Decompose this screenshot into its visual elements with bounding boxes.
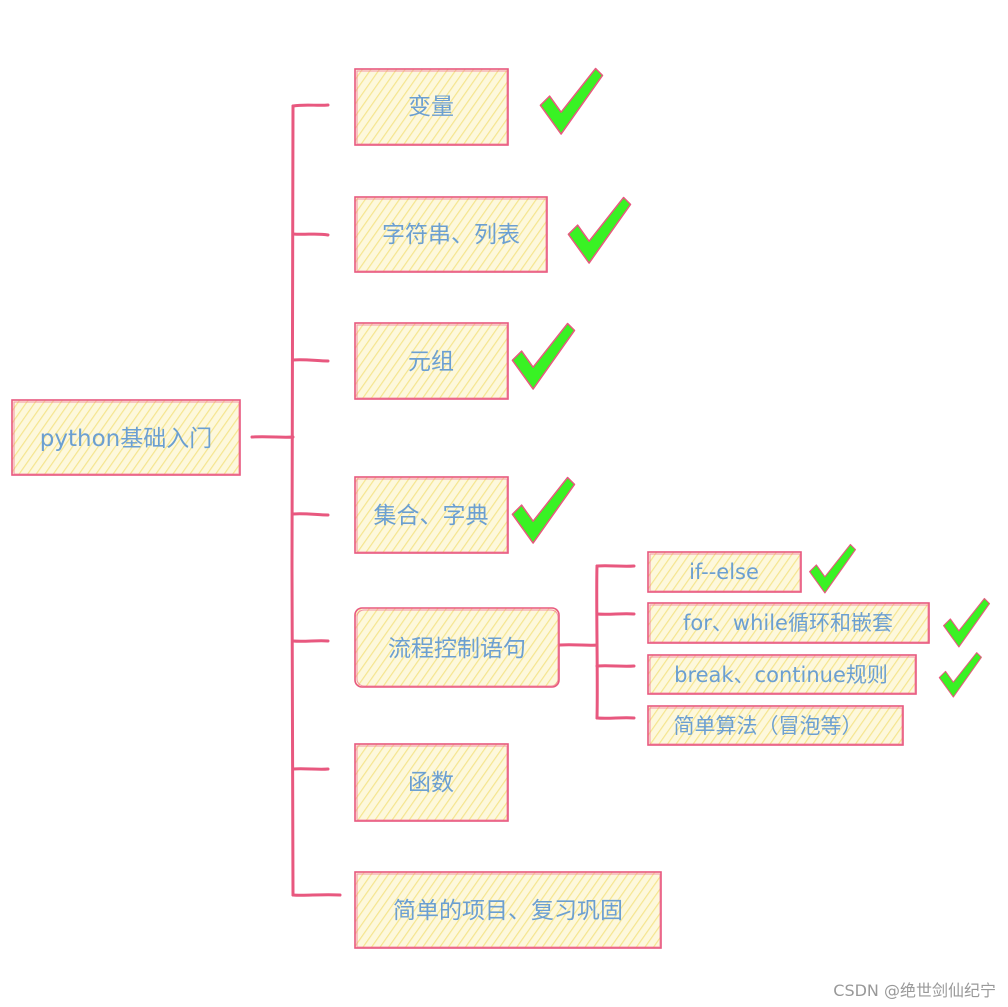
checkmark-icon (943, 597, 991, 648)
topic-node-7[interactable]: 简单的项目、复习巩固 (354, 871, 662, 949)
main-trunk (290, 104, 295, 897)
checkmark-icon (511, 476, 576, 544)
subtopic-label: if--else (689, 560, 759, 584)
watermark: CSDN @绝世剑仙纪宁 (833, 981, 996, 1000)
checkmark-icon (511, 322, 576, 390)
topic-node-3[interactable]: 元组 (354, 322, 509, 400)
subtopic-label: break、continue规则 (674, 663, 888, 687)
branch-topic-6 (291, 767, 330, 771)
subtopic-node-3[interactable]: break、continue规则 (647, 654, 917, 695)
root-node[interactable]: python基础入门 (11, 399, 241, 476)
topic-label: 变量 (408, 94, 454, 120)
connectors (250, 103, 636, 897)
branch-topic-2 (291, 232, 330, 237)
topic-label: 集合、字典 (374, 503, 489, 529)
subtopic-node-1[interactable]: if--else (647, 551, 802, 593)
branch-topic-3 (291, 358, 330, 363)
checkmark-icon (938, 652, 982, 698)
subtopic-node-2[interactable]: for、while循环和嵌套 (647, 602, 930, 644)
topic-label: 简单的项目、复习巩固 (393, 898, 623, 924)
topic-node-6[interactable]: 函数 (354, 743, 509, 822)
topic-label: 字符串、列表 (382, 222, 520, 248)
checkmark-icon (809, 543, 857, 594)
topic-node-1[interactable]: 变量 (354, 68, 509, 146)
topic-label: 函数 (408, 770, 454, 796)
branch-topic-1 (291, 103, 330, 108)
topic-node-4[interactable]: 集合、字典 (354, 476, 509, 554)
topic-label: 元组 (408, 349, 454, 375)
checkmark-icon (539, 67, 604, 135)
sub-connector (558, 643, 599, 647)
branch-topic-7 (291, 893, 342, 897)
subtopic-label: for、while循环和嵌套 (683, 611, 893, 635)
topic-node-5[interactable]: 流程控制语句 (354, 607, 560, 688)
sub-trunk (595, 564, 599, 720)
root-label: python基础入门 (40, 426, 212, 452)
topic-label: 流程控制语句 (388, 636, 526, 662)
branch-topic-5 (291, 639, 330, 643)
subtopic-node-4[interactable]: 简单算法（冒泡等） (647, 705, 904, 746)
subtopic-label: 简单算法（冒泡等） (674, 714, 863, 738)
branch-topic-4 (291, 512, 330, 517)
branch-sub-4 (595, 716, 636, 720)
branch-sub-1 (595, 564, 636, 568)
checkmark-icon (567, 196, 632, 264)
topic-node-2[interactable]: 字符串、列表 (354, 196, 548, 273)
branch-sub-3 (595, 664, 636, 668)
root-connector (250, 435, 295, 439)
branch-sub-2 (595, 612, 636, 616)
